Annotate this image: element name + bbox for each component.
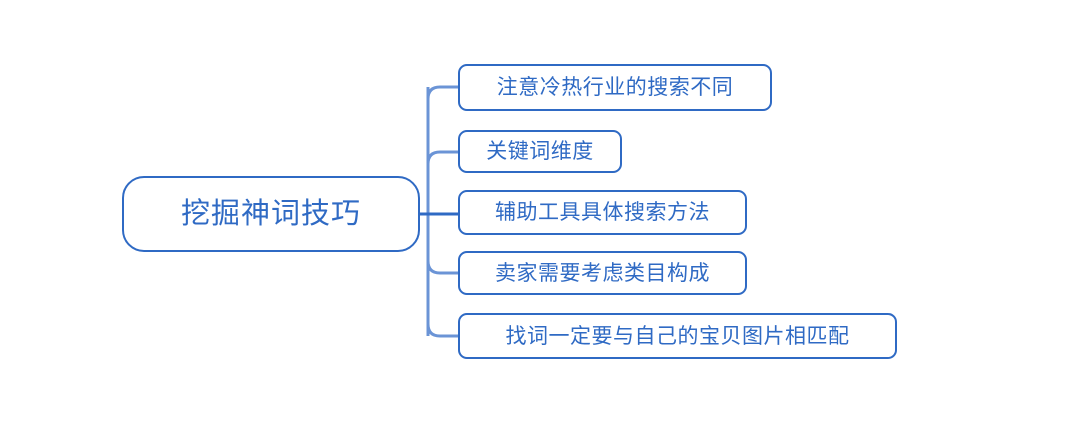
connector-branch-4 <box>426 260 458 275</box>
child-node-1[interactable]: 注意冷热行业的搜索不同 <box>458 64 772 111</box>
child-node-5-label: 找词一定要与自己的宝贝图片相匹配 <box>505 324 850 348</box>
child-node-4[interactable]: 卖家需要考虑类目构成 <box>458 251 747 295</box>
connector-branch-5 <box>426 323 458 338</box>
root-node-label: 挖掘神词技巧 <box>180 197 361 230</box>
child-node-3-label: 辅助工具具体搜索方法 <box>495 201 710 224</box>
connector-branch-2 <box>426 150 458 165</box>
child-node-1-label: 注意冷热行业的搜索不同 <box>496 76 734 99</box>
child-node-3[interactable]: 辅助工具具体搜索方法 <box>458 190 747 235</box>
connector-branch-1 <box>426 85 458 100</box>
root-node[interactable]: 挖掘神词技巧 <box>122 176 420 252</box>
child-node-4-label: 卖家需要考虑类目构成 <box>495 261 710 285</box>
child-node-2[interactable]: 关键词维度 <box>458 130 622 173</box>
child-node-2-label: 关键词维度 <box>486 140 594 163</box>
child-node-5[interactable]: 找词一定要与自己的宝贝图片相匹配 <box>458 313 897 359</box>
